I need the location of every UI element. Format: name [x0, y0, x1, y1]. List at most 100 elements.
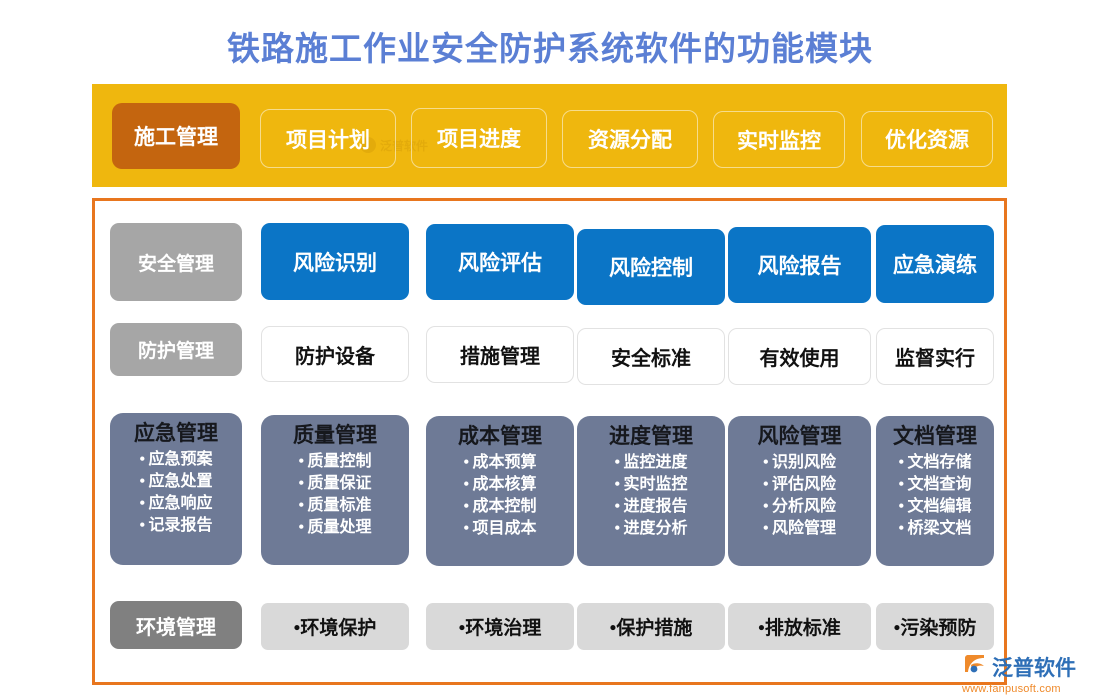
card-item-list: •应急预案 •应急处置 •应急响应 •记录报告	[139, 449, 212, 537]
card-list-item[interactable]: •进度分析	[614, 518, 687, 540]
card-item-label: 文档编辑	[907, 497, 972, 515]
environment-item-environmental-protection[interactable]: •环境保护	[261, 603, 409, 650]
card-list-item[interactable]: •文档存储	[898, 452, 971, 474]
module-card-risk-management[interactable]: 风险管理 •识别风险 •评估风险 •分析风险 •风险管理	[728, 416, 871, 566]
card-list-item[interactable]: •桥梁文档	[898, 518, 971, 540]
bullet-icon: •	[463, 475, 470, 493]
logo-name: 泛普软件	[992, 657, 1076, 680]
card-list-item[interactable]: •文档查询	[898, 474, 971, 496]
watermark-logo-icon	[360, 137, 376, 153]
header-tab-realtime-monitoring[interactable]: 实时监控	[713, 111, 845, 168]
protection-item-safety-standard[interactable]: 安全标准	[577, 328, 725, 385]
environment-item-emission-standard[interactable]: •排放标准	[728, 603, 871, 650]
item-label: 风险报告	[757, 254, 842, 278]
safety-item-risk-report[interactable]: 风险报告	[728, 227, 871, 303]
card-list-item[interactable]: •记录报告	[139, 515, 212, 537]
environment-item-protective-measures[interactable]: •保护措施	[577, 603, 725, 650]
card-item-label: 成本预算	[472, 453, 537, 471]
card-list-item[interactable]: •进度报告	[614, 496, 687, 518]
protection-item-measure-management[interactable]: 措施管理	[426, 326, 574, 383]
card-list-item[interactable]: •实时监控	[614, 474, 687, 496]
safety-item-risk-assessment[interactable]: 风险评估	[426, 224, 574, 300]
item-label: 防护设备	[295, 345, 375, 368]
bullet-icon: •	[614, 519, 621, 537]
card-item-label: 质量处理	[307, 518, 372, 536]
bullet-icon: •	[614, 497, 621, 515]
card-list-item[interactable]: •文档编辑	[898, 496, 971, 518]
card-item-label: 评估风险	[771, 475, 836, 493]
page-title: 铁路施工作业安全防护系统软件的功能模块	[227, 32, 873, 68]
row-label-environment-management: 环境管理	[110, 601, 242, 649]
bullet-icon: •	[139, 516, 146, 534]
header-tab-construction-management[interactable]: 施工管理	[112, 103, 240, 169]
bullet-icon: •	[139, 472, 146, 490]
card-item-list: •监控进度 •实时监控 •进度报告 •进度分析	[614, 452, 687, 540]
header-tab-project-progress[interactable]: 项目进度	[411, 108, 547, 168]
header-tab-optimize-resources[interactable]: 优化资源	[861, 111, 993, 167]
bullet-icon: •	[898, 475, 905, 493]
card-item-label: 监控进度	[623, 453, 688, 471]
item-label: •环境保护	[293, 618, 377, 639]
environment-item-pollution-prevention[interactable]: •污染预防	[876, 603, 994, 650]
card-list-item[interactable]: •质量标准	[298, 495, 371, 517]
card-list-item[interactable]: •成本预算	[463, 452, 536, 474]
fanpusoft-logo: 泛普软件 www.fanpusoft.com	[962, 652, 1094, 696]
card-list-item[interactable]: •成本核算	[463, 474, 536, 496]
module-card-quality-management[interactable]: 质量管理 •质量控制 •质量保证 •质量标准 •质量处理	[261, 415, 409, 565]
card-item-list: •识别风险 •评估风险 •分析风险 •风险管理	[763, 452, 836, 540]
protection-item-protective-equipment[interactable]: 防护设备	[261, 326, 409, 382]
card-item-label: 分析风险	[771, 497, 836, 515]
bullet-icon: •	[898, 453, 905, 471]
protection-item-supervision-execution[interactable]: 监督实行	[876, 328, 994, 385]
card-list-item[interactable]: •评估风险	[763, 474, 836, 496]
card-title: 应急管理	[134, 421, 218, 445]
card-list-item[interactable]: •分析风险	[763, 496, 836, 518]
card-list-item[interactable]: •风险管理	[763, 518, 836, 540]
card-list-item[interactable]: •项目成本	[463, 518, 536, 540]
item-label: 风险评估	[458, 251, 542, 275]
watermark-label: 泛普软件	[380, 138, 429, 153]
card-list-item[interactable]: •质量保证	[298, 473, 371, 495]
module-card-emergency-management[interactable]: 应急管理 •应急预案 •应急处置 •应急响应 •记录报告	[110, 413, 242, 565]
card-item-label: 记录报告	[148, 516, 213, 534]
card-title: 风险管理	[757, 424, 842, 448]
card-title: 文档管理	[893, 424, 977, 448]
bullet-icon: •	[762, 475, 769, 493]
card-item-label: 风险管理	[771, 519, 836, 537]
card-item-label: 进度报告	[623, 497, 688, 515]
safety-item-emergency-drill[interactable]: 应急演练	[876, 225, 994, 303]
protection-item-effective-use[interactable]: 有效使用	[728, 328, 871, 385]
row-label-text: 环境管理	[136, 616, 216, 639]
environment-item-environmental-governance[interactable]: •环境治理	[426, 603, 574, 650]
header-tab-project-plan[interactable]: 项目计划	[260, 109, 396, 168]
row-label-text: 安全管理	[137, 253, 214, 275]
module-card-progress-management[interactable]: 进度管理 •监控进度 •实时监控 •进度报告 •进度分析	[577, 416, 725, 566]
card-list-item[interactable]: •应急预案	[139, 449, 212, 471]
card-item-list: •文档存储 •文档查询 •文档编辑 •桥梁文档	[898, 452, 971, 540]
module-card-document-management[interactable]: 文档管理 •文档存储 •文档查询 •文档编辑 •桥梁文档	[876, 416, 994, 566]
bullet-icon: •	[298, 496, 305, 514]
row-label-protection-management: 防护管理	[110, 323, 242, 376]
card-list-item[interactable]: •监控进度	[614, 452, 687, 474]
card-list-item[interactable]: •应急处置	[139, 471, 212, 493]
bullet-icon: •	[762, 497, 769, 515]
card-list-item[interactable]: •质量控制	[298, 451, 371, 473]
module-card-cost-management[interactable]: 成本管理 •成本预算 •成本核算 •成本控制 •项目成本	[426, 416, 574, 566]
header-tab-label: 项目进度	[437, 127, 521, 151]
card-item-label: 应急预案	[148, 450, 213, 468]
card-list-item[interactable]: •成本控制	[463, 496, 536, 518]
card-title: 质量管理	[293, 423, 377, 447]
card-list-item[interactable]: •识别风险	[763, 452, 836, 474]
header-tab-resource-allocation[interactable]: 资源分配	[562, 110, 698, 168]
safety-item-risk-control[interactable]: 风险控制	[577, 229, 725, 305]
card-title: 进度管理	[609, 424, 693, 448]
bullet-icon: •	[898, 497, 905, 515]
bullet-icon: •	[139, 450, 146, 468]
card-item-label: 进度分析	[623, 519, 688, 537]
card-list-item[interactable]: •质量处理	[298, 517, 371, 539]
item-label: 风险控制	[609, 256, 693, 280]
safety-item-risk-identification[interactable]: 风险识别	[261, 223, 409, 300]
header-tab-label: 资源分配	[588, 128, 672, 152]
bullet-icon: •	[762, 519, 769, 537]
card-list-item[interactable]: •应急响应	[139, 493, 212, 515]
